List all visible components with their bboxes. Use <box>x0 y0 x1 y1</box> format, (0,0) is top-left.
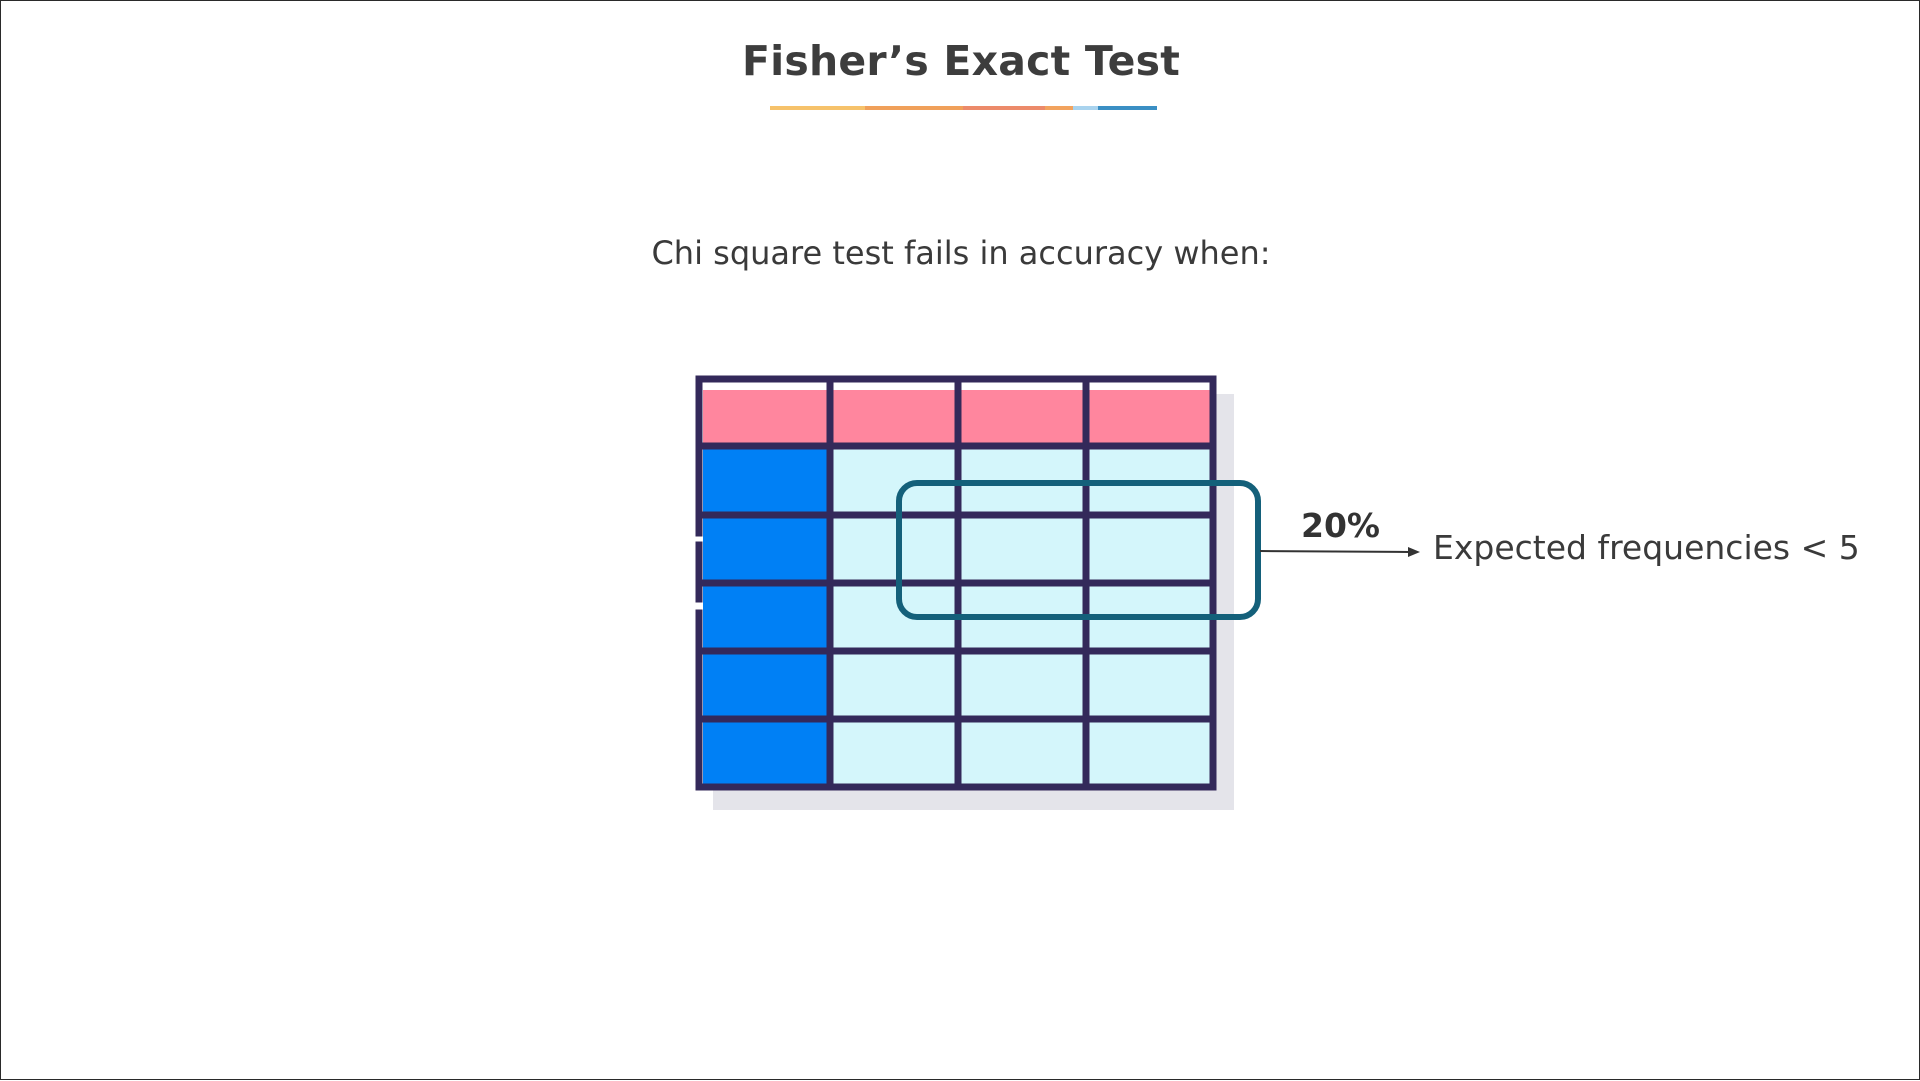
table-grid-lines <box>695 375 1217 791</box>
body-cell <box>832 721 956 785</box>
row-header-cell <box>703 517 828 581</box>
header-cell <box>703 390 828 444</box>
underline-segment-3 <box>963 106 1045 110</box>
highlight-box <box>896 480 1261 620</box>
header-cell <box>832 390 956 444</box>
body-cell <box>960 721 1084 785</box>
row-header-cell <box>703 721 828 785</box>
body-cell <box>1088 721 1213 785</box>
body-cell <box>960 517 1084 581</box>
body-cell <box>960 653 1084 717</box>
percent-label: 20% <box>1301 506 1380 545</box>
underline-segment-2 <box>865 106 963 110</box>
callout-arrow-line <box>1259 550 1410 553</box>
body-cell <box>832 517 956 581</box>
slide-title: Fisher’s Exact Test <box>741 37 1181 85</box>
callout-arrow-head <box>1408 547 1420 557</box>
underline-segment-1 <box>770 106 865 110</box>
row-header-cell <box>703 653 828 717</box>
title-underline <box>770 106 1157 110</box>
row-header-cell <box>703 585 828 649</box>
condition-label: Expected frequencies < 5 <box>1433 528 1860 567</box>
body-cell <box>1088 653 1213 717</box>
underline-segment-6 <box>1098 106 1157 110</box>
header-cell <box>1088 390 1213 444</box>
slide-subtitle: Chi square test fails in accuracy when: <box>651 234 1271 272</box>
row-header-column <box>703 448 828 785</box>
underline-segment-4 <box>1045 106 1073 110</box>
row-header-cell <box>703 448 828 513</box>
header-cell <box>960 390 1084 444</box>
body-cell <box>832 653 956 717</box>
underline-segment-5 <box>1073 106 1098 110</box>
body-cell <box>1088 517 1213 581</box>
